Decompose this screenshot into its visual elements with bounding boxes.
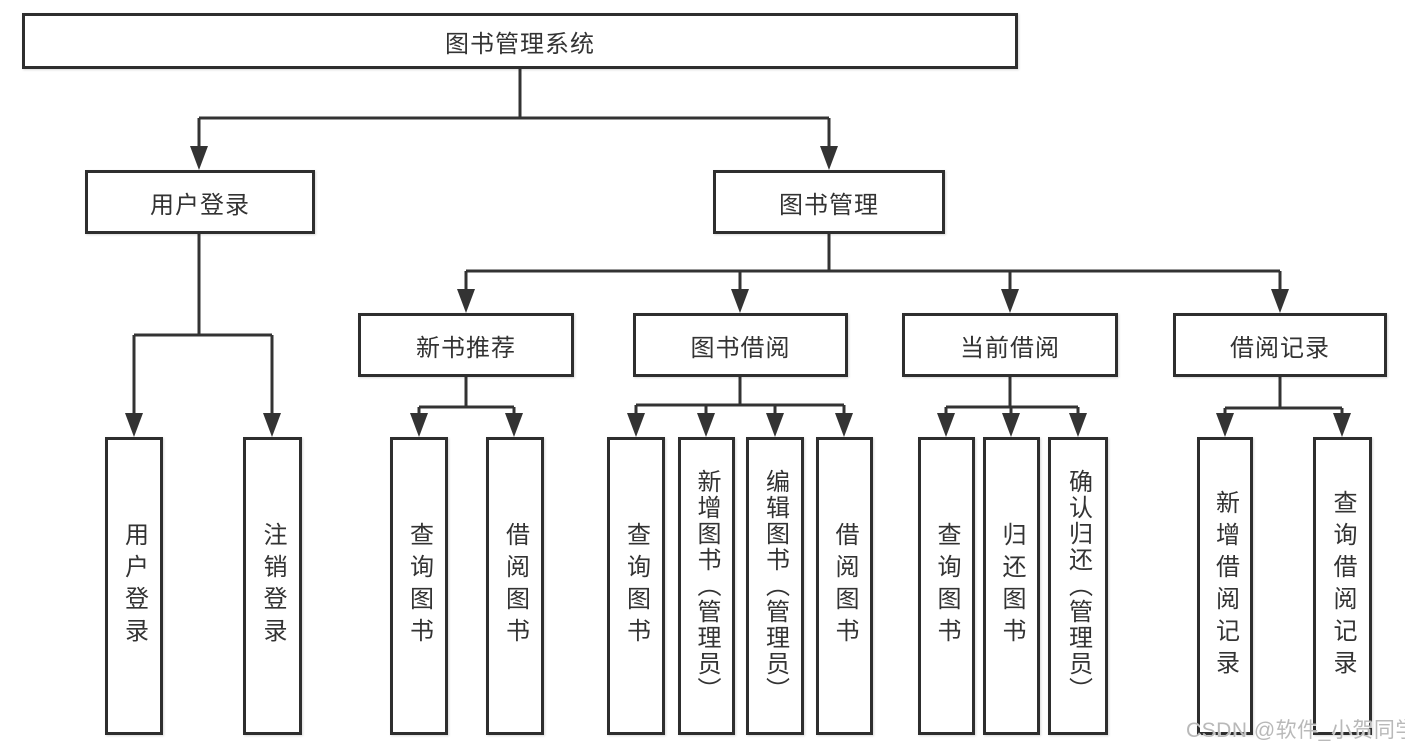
leaf-borrow-edit-books-admin: 编辑图书（管理员） [746, 437, 804, 735]
leaf-record-query-borrow-record: 查询借阅记录 [1313, 437, 1372, 735]
node-new-book-recommend-label: 新书推荐 [416, 334, 516, 362]
node-borrow-records-label: 借阅记录 [1230, 334, 1330, 362]
leaf-borrow-add-books-admin: 新增图书（管理员） [678, 437, 735, 735]
leaf-logout: 注销登录 [243, 437, 302, 735]
leaf-borrow-edit-books-admin-label: 编辑图书（管理员） [761, 469, 789, 703]
leaf-user-login: 用户登录 [105, 437, 163, 735]
leaf-current-return-books: 归还图书 [983, 437, 1040, 735]
node-borrow-records: 借阅记录 [1173, 313, 1387, 377]
leaf-newbook-query-books-label: 查询图书 [405, 522, 433, 650]
leaf-record-add-borrow-record-label: 新增借阅记录 [1211, 490, 1239, 682]
node-book-borrow-label: 图书借阅 [690, 334, 791, 362]
csdn-watermark: CSDN @软件_小贺同学 [1186, 719, 1405, 742]
leaf-borrow-borrow-books: 借阅图书 [816, 437, 873, 735]
leaf-newbook-borrow-books: 借阅图书 [486, 437, 544, 735]
leaf-borrow-query-books: 查询图书 [607, 437, 665, 735]
root-label: 图书管理系统 [445, 30, 595, 58]
leaf-record-query-borrow-record-label: 查询借阅记录 [1329, 490, 1356, 682]
leaf-borrow-query-books-label: 查询图书 [622, 522, 650, 650]
node-book-management-label: 图书管理 [779, 191, 879, 219]
root-box: 图书管理系统 [22, 13, 1018, 69]
node-new-book-recommend: 新书推荐 [358, 313, 574, 377]
leaf-newbook-borrow-books-label: 借阅图书 [501, 522, 529, 650]
leaf-current-return-books-label: 归还图书 [998, 522, 1025, 650]
leaf-borrow-borrow-books-label: 借阅图书 [831, 522, 858, 650]
leaf-logout-label: 注销登录 [259, 522, 286, 650]
leaf-current-query-books: 查询图书 [918, 437, 975, 735]
node-current-borrow-label: 当前借阅 [960, 334, 1060, 362]
leaf-borrow-add-books-admin-label: 新增图书（管理员） [693, 469, 720, 703]
node-user-login-label: 用户登录 [150, 191, 250, 219]
leaf-newbook-query-books: 查询图书 [390, 437, 448, 735]
node-user-login: 用户登录 [85, 170, 315, 234]
node-current-borrow: 当前借阅 [902, 313, 1118, 377]
node-book-management: 图书管理 [713, 170, 945, 234]
leaf-current-confirm-return-admin-label: 确认归还（管理员） [1064, 469, 1092, 703]
leaf-current-query-books-label: 查询图书 [933, 522, 960, 650]
leaf-current-confirm-return-admin: 确认归还（管理员） [1048, 437, 1108, 735]
node-book-borrow: 图书借阅 [633, 313, 848, 377]
leaf-user-login-label: 用户登录 [120, 522, 148, 650]
leaf-record-add-borrow-record: 新增借阅记录 [1197, 437, 1253, 735]
